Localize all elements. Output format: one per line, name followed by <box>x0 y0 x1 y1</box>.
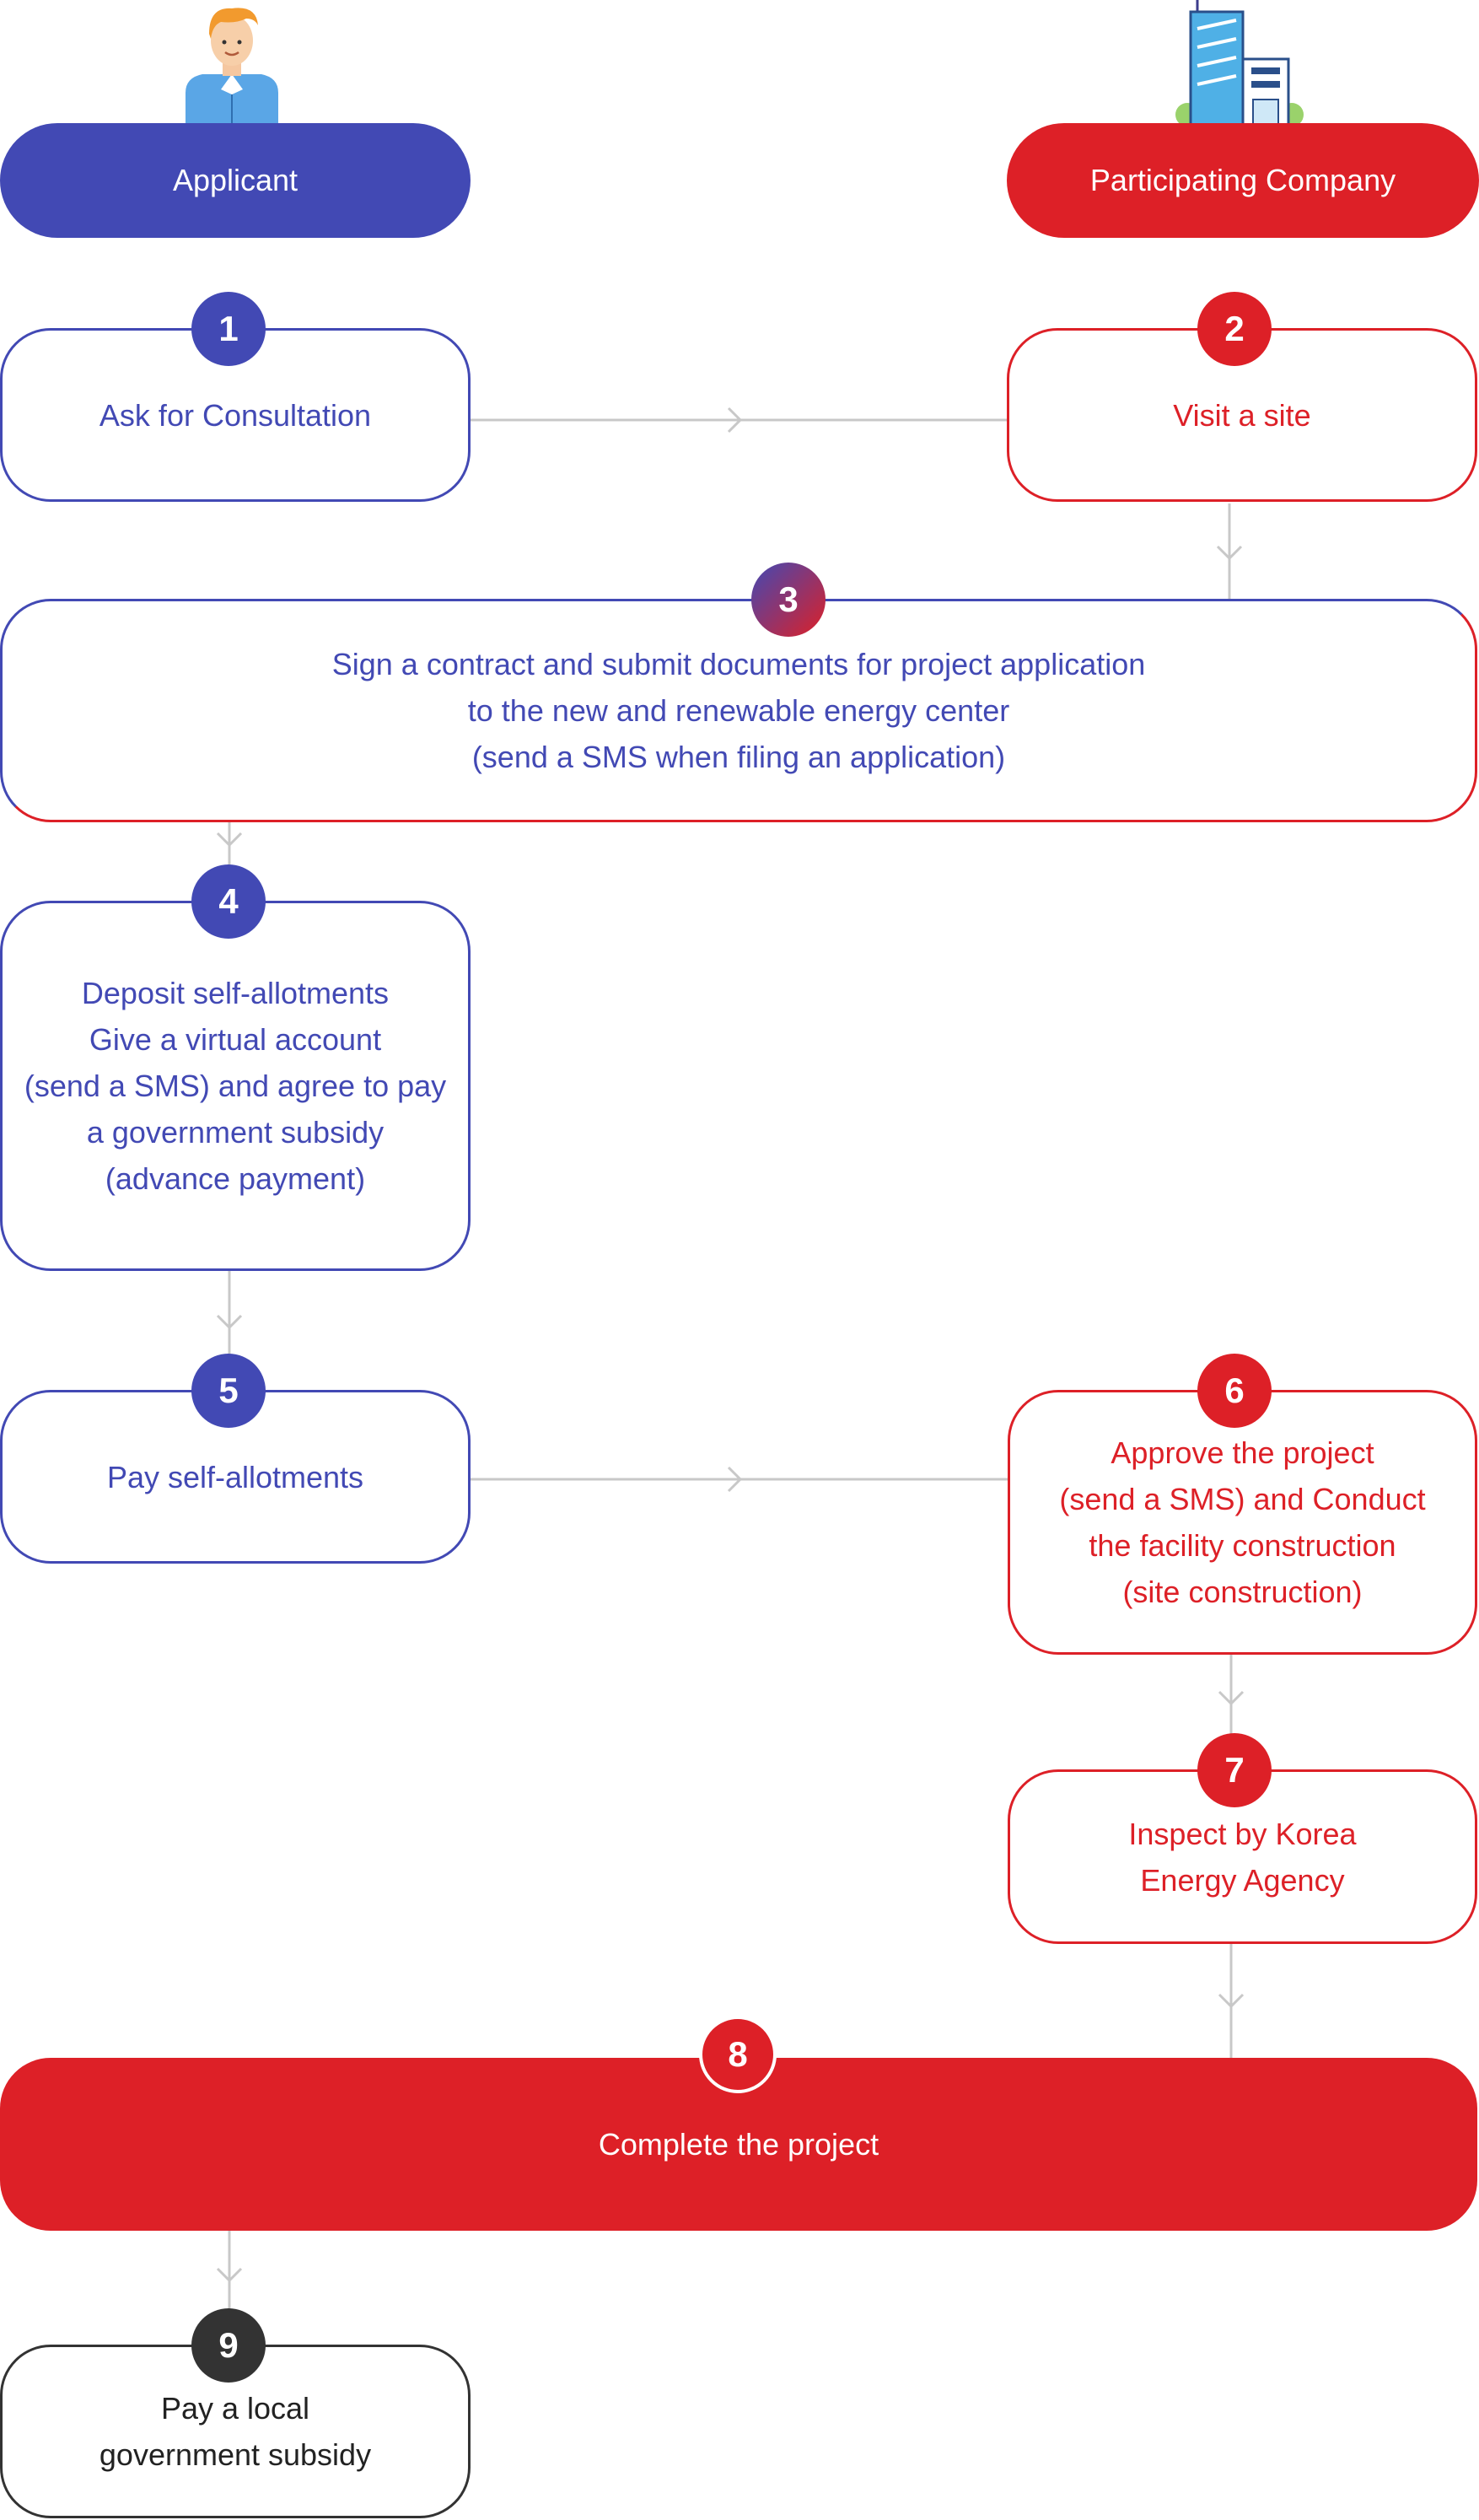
step-1-text: Ask for Consultation <box>99 397 372 433</box>
building-icon <box>1175 0 1304 125</box>
step-6-text: Approve the project (send a SMS) and Con… <box>1059 1435 1426 1609</box>
step-7-box: Inspect by Korea Energy Agency <box>1008 1769 1477 1944</box>
step-5-text: Pay self-allotments <box>106 1459 364 1494</box>
applicant-label: Applicant <box>0 123 471 238</box>
applicant-label-text: Applicant <box>172 163 298 197</box>
step-7-text: Inspect by Korea Energy Agency <box>1128 1816 1357 1898</box>
step-8-badge: 8 <box>699 2016 777 2093</box>
step-1-badge: 1 <box>191 292 266 366</box>
person-icon <box>186 8 278 125</box>
company-label-text: Participating Company <box>1089 163 1396 197</box>
step-4-badge: 4 <box>191 864 266 939</box>
step-5-badge: 5 <box>191 1354 266 1428</box>
step-9-badge: 9 <box>191 2308 266 2383</box>
step-2-badge: 2 <box>1197 292 1272 366</box>
step-3-badge: 3 <box>751 563 826 637</box>
step-7-badge: 7 <box>1197 1733 1272 1807</box>
step-6-badge: 6 <box>1197 1354 1272 1428</box>
step-3-box: Sign a contract and submit documents for… <box>0 599 1477 822</box>
step-4-box: Deposit self-allotments Give a virtual a… <box>0 901 471 1271</box>
step-6-box: Approve the project (send a SMS) and Con… <box>1008 1390 1477 1655</box>
step-4-text: Deposit self-allotments Give a virtual a… <box>24 976 447 1196</box>
step-3-text: Sign a contract and submit documents for… <box>331 647 1146 774</box>
participating-company-label: Participating Company <box>1007 123 1479 238</box>
step-9-text: Pay a local government subsidy <box>99 2391 372 2472</box>
step-8-text: Complete the project <box>598 2126 879 2162</box>
step-2-text: Visit a site <box>1173 397 1311 433</box>
